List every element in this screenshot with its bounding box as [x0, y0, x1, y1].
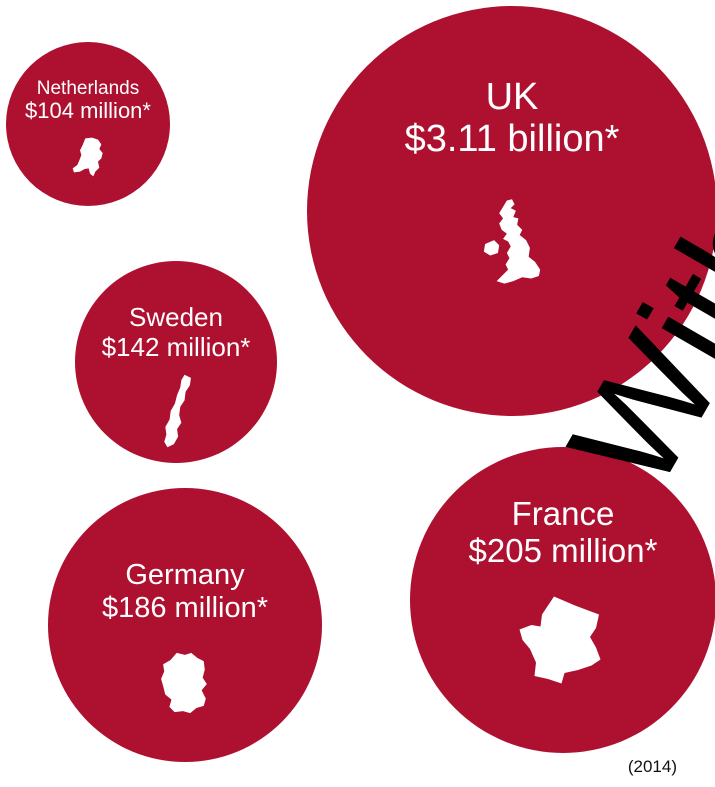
- bubble-netherlands: Netherlands $104 million*: [6, 42, 170, 206]
- sweden-map-icon: [164, 374, 191, 448]
- germany-value: $186 million*: [101, 591, 269, 624]
- bubble-france: France $205 million*: [410, 447, 715, 753]
- year-note: (2014): [627, 757, 677, 776]
- uk-label: UK $3.11 billion*: [307, 76, 715, 161]
- bubble-sweden: Sweden $142 million*: [75, 261, 277, 463]
- france-label: France $205 million*: [410, 494, 715, 570]
- uk-value: $3.11 billion*: [404, 118, 620, 161]
- germany-map-icon: [161, 652, 207, 713]
- netherlands-name: Netherlands: [36, 78, 140, 100]
- uk-map-icon: [483, 198, 541, 284]
- france-name: France: [511, 494, 615, 532]
- netherlands-label: Netherlands $104 million*: [6, 78, 170, 124]
- netherlands-value: $104 million*: [25, 98, 151, 124]
- sweden-name: Sweden: [129, 302, 223, 333]
- bubble-uk: UK $3.11 billion*: [307, 6, 715, 416]
- sweden-value: $142 million*: [101, 331, 251, 362]
- netherlands-map-icon: [72, 137, 103, 177]
- bubble-germany: Germany $186 million*: [48, 488, 322, 762]
- uk-name: UK: [485, 75, 539, 118]
- germany-name: Germany: [125, 559, 245, 592]
- germany-label: Germany $186 million*: [48, 559, 322, 624]
- france-value: $205 million*: [468, 531, 658, 569]
- france-map-icon: [519, 596, 601, 684]
- sweden-label: Sweden $142 million*: [75, 303, 277, 361]
